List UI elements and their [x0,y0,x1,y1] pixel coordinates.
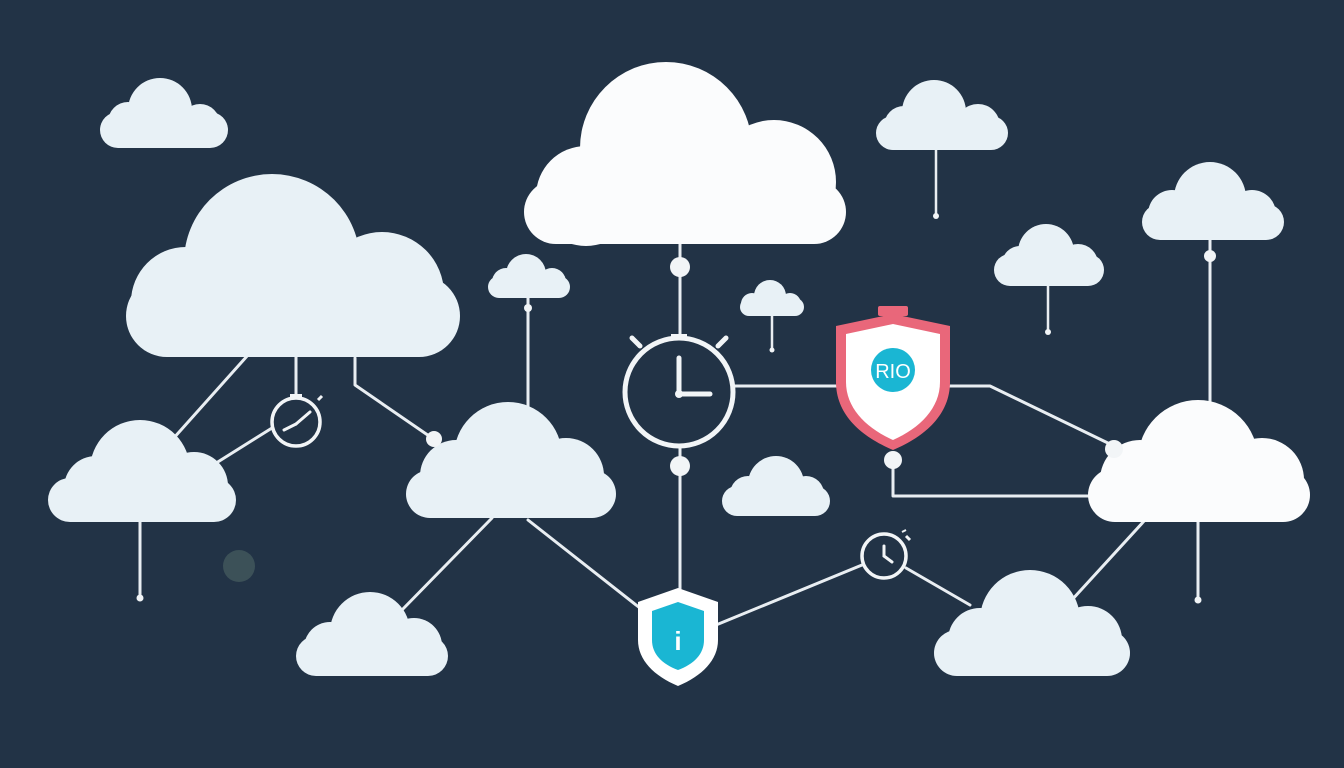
cloud-icon [1088,400,1310,522]
cloud-icon [296,592,448,676]
shield-badge-label: RIO [875,361,911,383]
glow-dot [223,550,255,582]
shield-icon: i [638,588,718,686]
clock-icon [622,334,736,449]
cloud-icon [100,78,228,148]
cloud-icon [740,280,804,316]
cloud-icon [994,224,1104,286]
cloud-icon [488,254,570,298]
cloud-icon [722,456,830,516]
cloud-icon [524,62,846,246]
cloud-icon [406,402,616,518]
connection-nodes [136,213,1216,604]
clouds [48,62,1310,676]
shield-badge [871,348,915,392]
cloud-icon [934,570,1130,676]
clock-icon [860,529,912,580]
cloud-icon [126,174,460,357]
cloud-icon [1142,162,1284,240]
shield-icon: RIO [836,306,950,450]
clock-icon [270,394,324,448]
cloud-icon [48,420,236,522]
cloud-icon [876,80,1008,150]
info-icon: i [674,626,681,656]
connector-lines [138,146,1212,627]
